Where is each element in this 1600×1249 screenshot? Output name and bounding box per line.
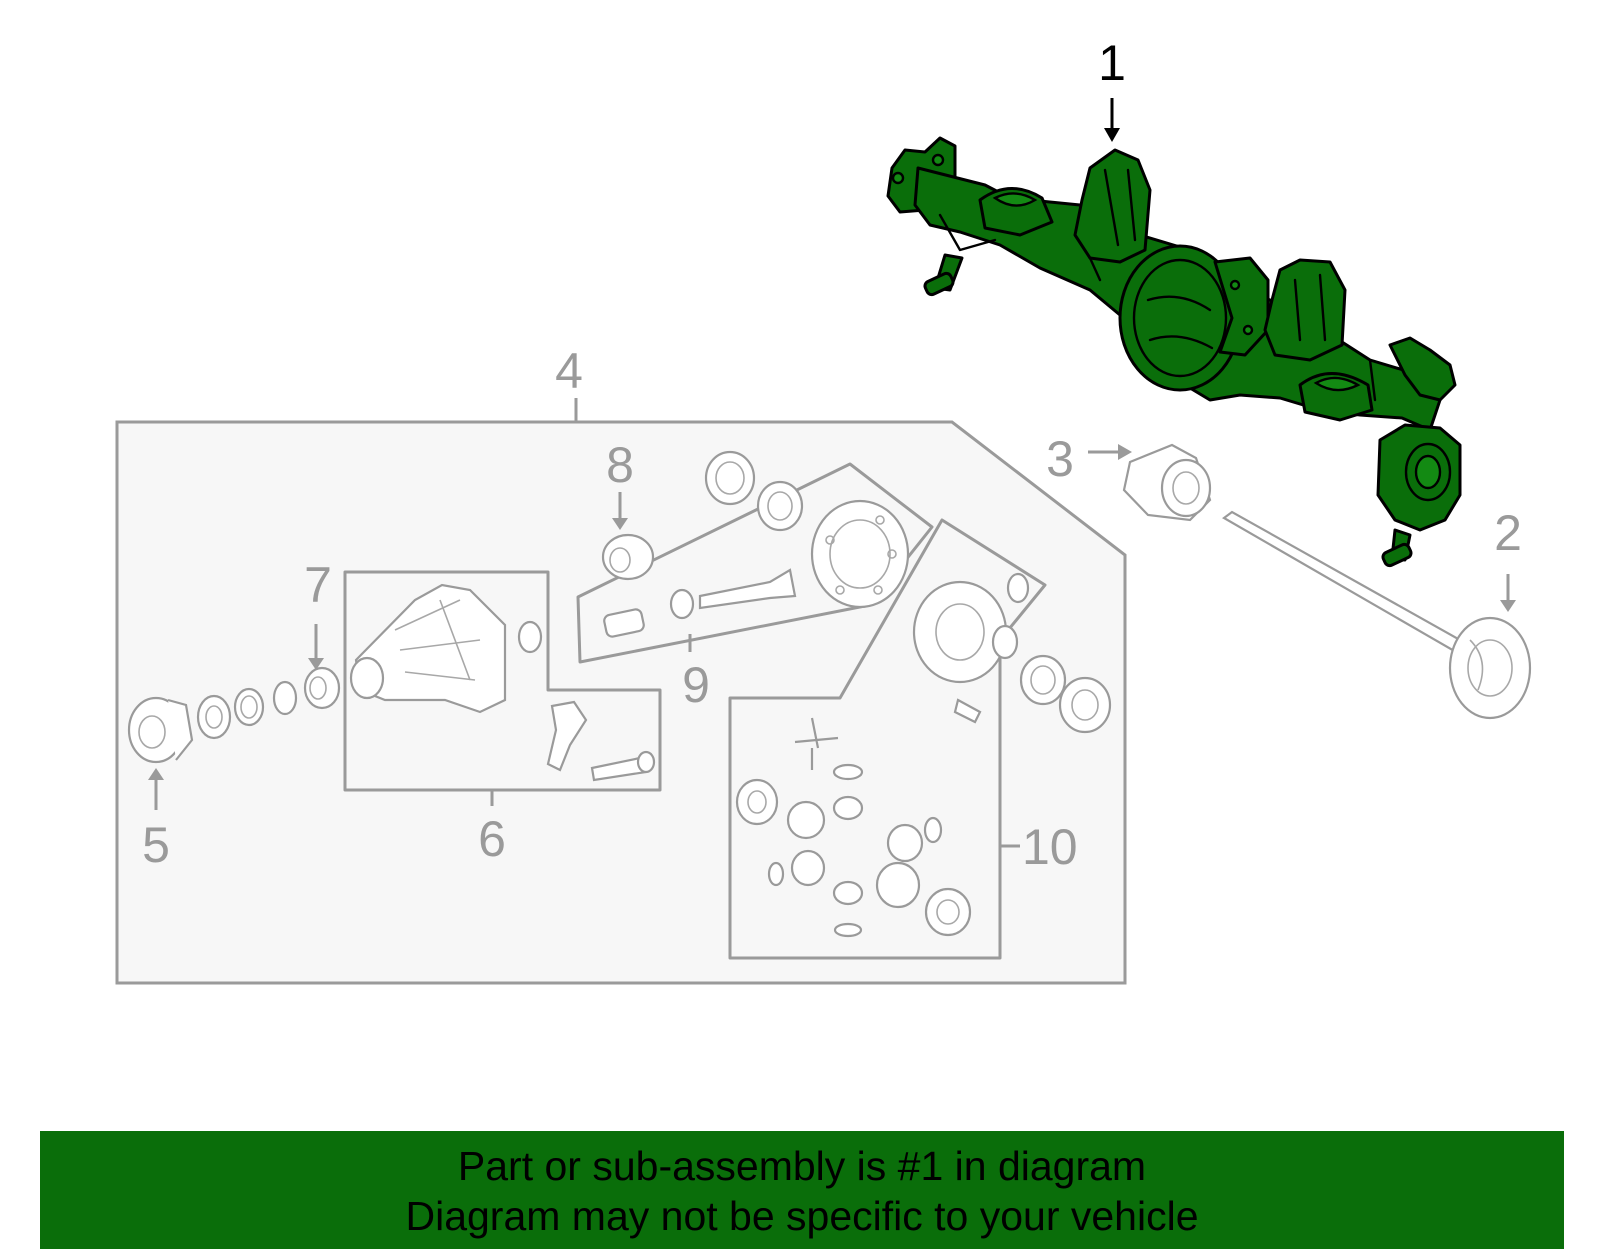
sub-box-6 (343, 570, 662, 792)
part-8-bearing (601, 533, 655, 581)
callout-8: 8 (606, 437, 634, 493)
callout-1: 1 (1098, 35, 1126, 91)
part-6-carrier (349, 583, 656, 782)
callout-4: 4 (555, 343, 583, 399)
callout-3: 3 (1046, 431, 1074, 487)
part-5-flange (127, 696, 194, 764)
part-10-differential (735, 572, 1112, 938)
part-7-nut (303, 666, 341, 710)
part-3-hub (1122, 443, 1212, 522)
banner-line-1: Part or sub-assembly is #1 in diagram (457, 1143, 1147, 1189)
callout-2: 2 (1494, 505, 1522, 561)
part-2-axle-shaft (1222, 510, 1532, 720)
info-banner: Part or sub-assembly is #1 in diagram Di… (40, 1131, 1564, 1249)
part-9-gearset (603, 450, 910, 638)
callout-7: 7 (304, 557, 332, 613)
callout-5: 5 (142, 817, 170, 873)
sub-box-10 (728, 518, 1047, 960)
callout-10: 10 (1022, 819, 1078, 875)
callout-9: 9 (682, 657, 710, 713)
callout-6: 6 (478, 811, 506, 867)
banner-line-2: Diagram may not be specific to your vehi… (405, 1193, 1199, 1239)
part-1-axle-housing[interactable] (886, 136, 1462, 568)
seal-washers (196, 680, 298, 740)
